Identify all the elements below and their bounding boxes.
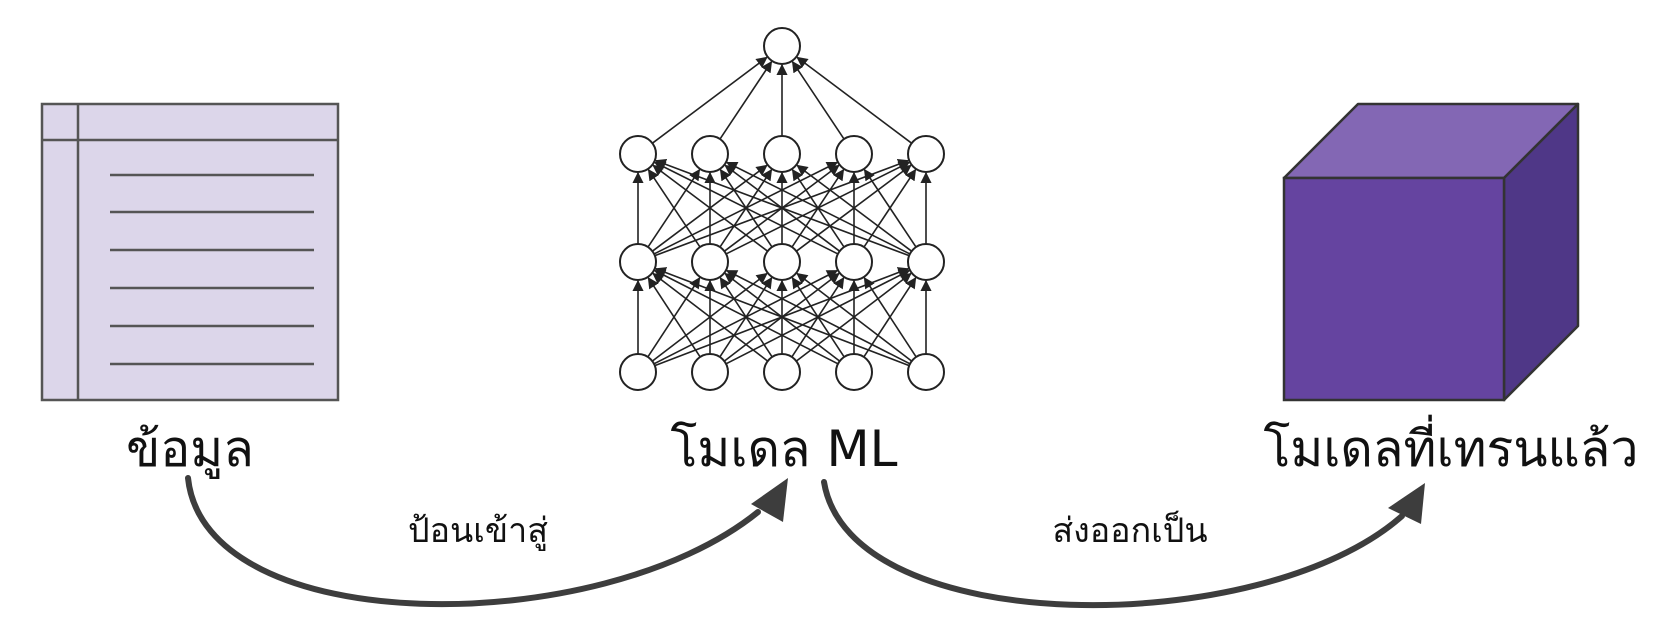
data-label: ข้อมูล — [126, 420, 254, 479]
neural-network-connection — [863, 168, 917, 248]
neural-network-connection — [652, 164, 769, 252]
feed-arrow — [185, 475, 788, 608]
table-body — [40, 102, 340, 402]
neural-network-neuron — [619, 135, 657, 173]
neural-network-connection — [791, 60, 845, 140]
output-arrow-curve — [821, 479, 1405, 609]
neural-network-connection — [725, 161, 911, 255]
table-icon — [40, 102, 340, 402]
neural-network-neuron — [907, 135, 945, 173]
neural-network-connection — [725, 269, 911, 365]
neural-network-connection — [647, 168, 701, 248]
neural-network-neuron — [907, 353, 945, 391]
output-label: ส่งออกเป็น — [1052, 510, 1207, 551]
neural-network-neuron — [763, 27, 801, 65]
neural-network-icon — [619, 27, 945, 391]
neural-network-connections — [632, 56, 932, 367]
neural-network-neuron — [763, 353, 801, 391]
neural-network-connection — [796, 272, 913, 362]
trained-model-label: โมเดลที่เทรนแล้ว — [1264, 415, 1639, 478]
neural-network-connection — [653, 269, 839, 365]
neural-network-neuron — [691, 243, 729, 281]
neural-network-connection — [647, 276, 701, 358]
neural-network-neuron — [691, 135, 729, 173]
neural-network-neuron — [619, 243, 657, 281]
neural-network-neuron — [835, 135, 873, 173]
neural-network-connection — [654, 158, 910, 257]
neural-network-neuron — [691, 353, 729, 391]
model-label: โมเดล ML — [671, 420, 898, 478]
neural-network-neurons — [619, 27, 945, 391]
neural-network-neuron — [835, 243, 873, 281]
output-arrowhead — [1388, 483, 1425, 524]
cube-icon — [1282, 102, 1580, 402]
feed-arrowhead — [751, 478, 788, 522]
neural-network-connection — [652, 272, 769, 362]
output-arrow — [821, 479, 1425, 609]
neural-network-neuron — [763, 243, 801, 281]
neural-network-connection — [863, 276, 917, 358]
neural-network-connection — [796, 164, 913, 252]
neural-network-connection — [653, 161, 839, 255]
neural-network-neuron — [907, 243, 945, 281]
neural-network-neuron — [619, 353, 657, 391]
neural-network-connection — [719, 60, 773, 140]
cube-front-face — [1282, 176, 1506, 402]
neural-network-neuron — [763, 135, 801, 173]
feed-label: ป้อนเข้าสู่ — [408, 511, 548, 551]
neural-network-connection — [796, 56, 913, 144]
neural-network-connection — [654, 267, 910, 367]
neural-network-connection — [651, 56, 768, 144]
neural-network-neuron — [835, 353, 873, 391]
feed-arrow-curve — [185, 475, 761, 608]
